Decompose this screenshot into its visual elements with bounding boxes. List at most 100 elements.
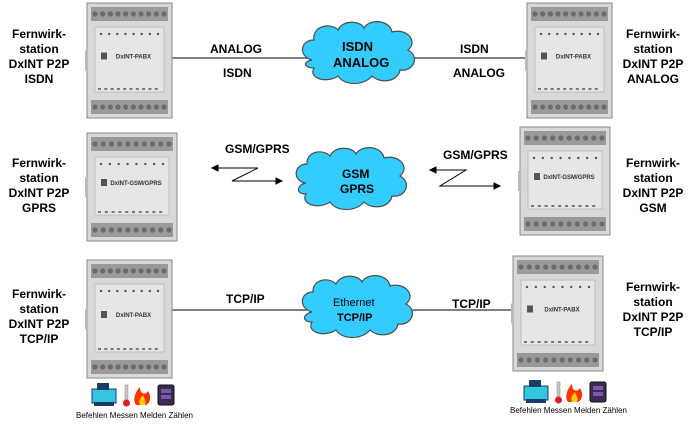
din-rail-clip [518,171,521,191]
terminal-screw [543,357,549,363]
terminal-strip-top [517,260,599,274]
terminal-screw [107,268,113,274]
station-line: DxINT P2P [8,186,70,200]
terminal-marking [544,88,548,90]
terminal-marking [575,88,579,90]
terminal-marking [154,88,158,90]
status-led [578,285,582,289]
terminal-screw [525,221,531,227]
status-led [543,285,546,289]
status-led [140,32,143,36]
flame-icon [566,384,583,402]
terminal-screw [526,357,532,363]
din-rail-clip [85,309,88,329]
terminal-marking [123,348,127,350]
din-rail-clip [525,50,528,71]
terminal-screw [92,11,98,17]
status-led [580,32,583,36]
status-led [108,162,112,166]
status-led [117,162,120,166]
status-led [577,156,580,160]
terminal-screw [123,104,129,110]
terminal-marking [148,88,152,90]
status-led [550,156,553,160]
status-led [561,285,564,289]
terminal-screw [133,227,139,233]
station-line: DxINT P2P [622,57,684,71]
terminal-marking [544,205,548,207]
terminal-marking [154,348,158,350]
status-led [559,156,562,160]
terminal-screw [125,227,131,233]
terminal-screw [100,11,106,17]
terminal-marking [537,341,541,343]
status-led [156,32,160,36]
terminal-screw [563,104,569,110]
terminal-marking [116,88,120,90]
terminal-screw [146,104,152,110]
status-led [107,289,111,293]
terminal-screw [541,135,548,141]
terminal-marking [98,88,101,90]
din-rail-clip [85,177,88,197]
terminal-screw [540,11,546,17]
terminal-screw [138,268,144,274]
terminal-strip-bottom [517,353,599,367]
row3-cloud-shape [301,275,414,339]
terminal-marking [98,348,101,350]
status-led [541,156,545,160]
terminal-marking [159,211,163,213]
terminal-screw [161,268,167,274]
terminal-screw [166,141,172,147]
terminal-screw [541,221,548,227]
station-line: DxINT P2P [622,310,684,324]
terminal-screw [149,141,156,147]
terminal-marking [531,205,534,207]
terminal-screw [133,141,139,147]
terminal-screw [92,104,98,110]
station-line: Fernwirk- [625,27,680,41]
terminal-marking [110,348,114,350]
row3-cloud-label-2: TCP/IP [337,312,373,324]
status-led [132,289,135,293]
terminal-marking [592,205,596,207]
terminal-screw [158,227,164,233]
terminal-screw [138,364,144,370]
status-led [552,285,555,289]
status-led [568,156,571,160]
row1-cloud-label-1: ISDN [342,39,374,54]
row1-right-station-label: Fernwirk- station DxINT P2P ANALOG [618,27,688,87]
terminal-marking [104,211,108,213]
terminal-marking [110,88,114,90]
terminal-screw [146,268,152,274]
terminal-screw [115,11,121,17]
terminal-marking [116,348,120,350]
station-line: Fernwirk- [625,156,680,170]
terminal-marking [104,88,108,90]
terminal-screw [540,104,546,110]
terminal-screw [100,104,106,110]
terminal-screw [558,221,564,227]
device-model-label: DxINT-PABX [556,55,591,61]
terminal-screw [593,104,599,110]
terminal-screw [599,221,605,227]
terminal-screw [141,227,147,233]
terminal-screw [153,268,159,274]
terminal-marking [564,341,568,343]
terminal-strip-top [91,264,168,278]
row3-right-device: DxINT-PABX [511,255,604,372]
terminal-screw [532,104,538,110]
terminal-marking [129,88,133,90]
terminal-screw [100,364,106,370]
thermometer-icon [555,381,562,404]
terminal-marking [551,341,555,343]
thermometer-icon [123,384,130,407]
terminal-screw [570,11,576,17]
terminal-screw [92,268,98,274]
terminal-screw [115,364,121,370]
row2-cloud-label-1: GSM [342,167,370,181]
row1-left-link-bottom: ISDN [223,66,252,80]
terminal-marking [98,211,101,213]
terminal-screw [534,264,541,270]
terminal-marking [129,348,133,350]
